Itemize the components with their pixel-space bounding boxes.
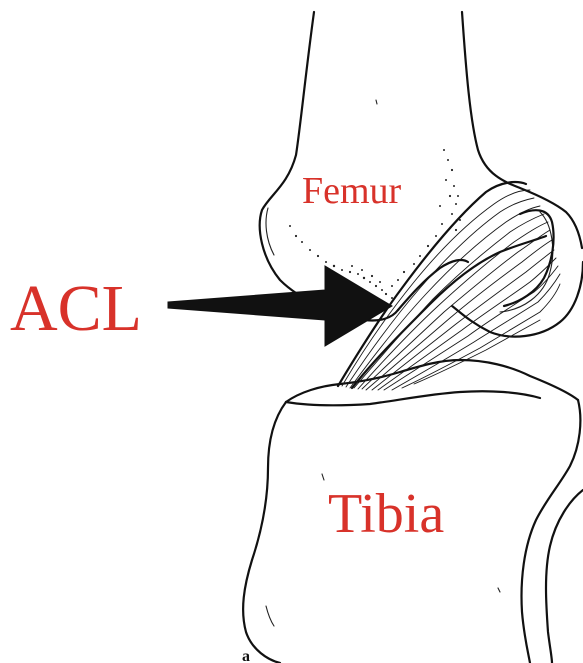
acl-label: ACL	[10, 272, 142, 345]
femur-label: Femur	[302, 170, 402, 212]
acl-pointer-arrow	[168, 266, 392, 346]
panel-letter: a	[242, 648, 250, 663]
tibia-label: Tibia	[328, 483, 444, 545]
acl-ligament	[338, 182, 560, 390]
